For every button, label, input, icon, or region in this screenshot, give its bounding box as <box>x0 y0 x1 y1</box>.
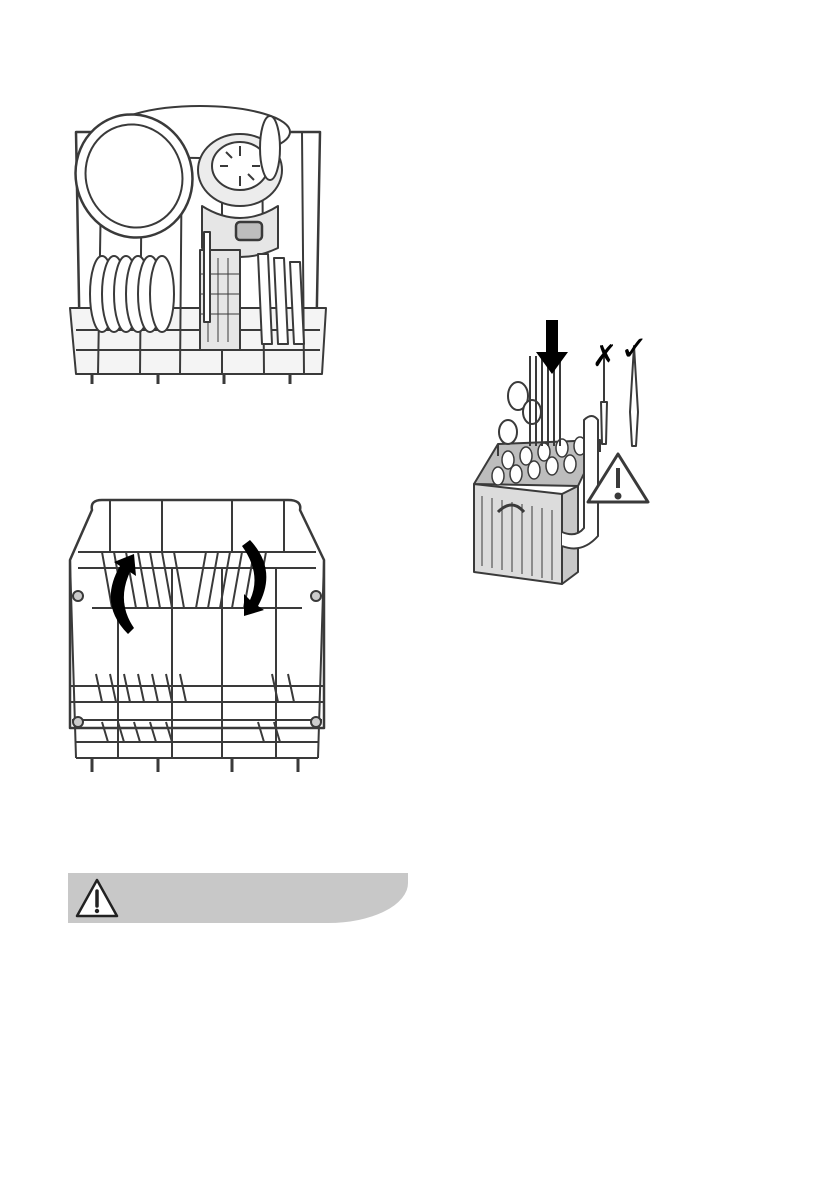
wrong-mark: ✗ <box>592 339 617 374</box>
cutlery-basket-loading-illustration: ✗ ✓ <box>468 316 668 592</box>
warning-triangle-icon <box>74 877 120 919</box>
lower-basket-folding-racks-illustration <box>62 496 332 780</box>
warning-bar <box>68 873 408 923</box>
lower-basket-loaded-illustration <box>62 98 332 388</box>
right-mark: ✓ <box>620 329 649 369</box>
